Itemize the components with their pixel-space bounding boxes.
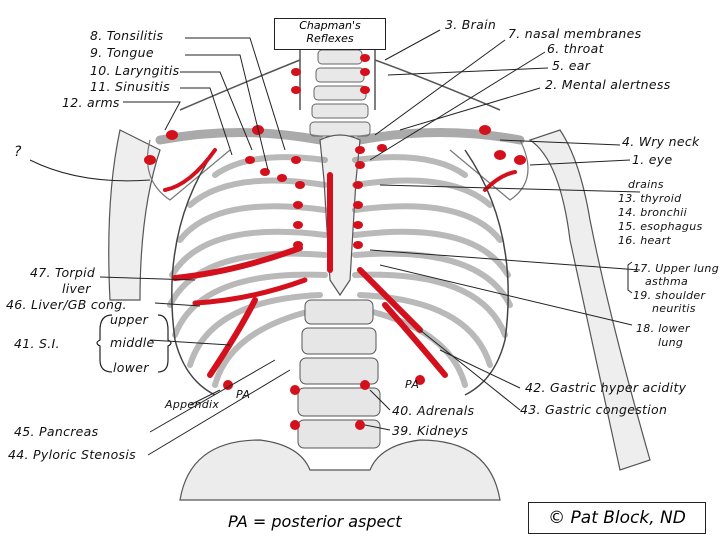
ribs-left [167, 154, 328, 388]
reflex-marks [144, 54, 526, 430]
label-ear: 5. ear [552, 58, 591, 73]
scapula-left [146, 139, 231, 201]
label-si: 41. S.I. [14, 336, 60, 351]
label-throat: 6. throat [547, 41, 604, 56]
label-asthma: asthma [645, 275, 689, 288]
humerus-right [528, 129, 651, 471]
si-bracket [96, 314, 113, 373]
label-wryneck: 4. Wry neck [622, 134, 700, 149]
label-appendix: Appendix [165, 398, 220, 411]
label-liver-gb: 46. Liver/GB cong. [6, 297, 127, 312]
label-question: ? [14, 144, 22, 160]
label-torpid: 47. Torpid [30, 265, 96, 280]
neck-curve-right [374, 59, 501, 111]
neck-curve-left [179, 59, 301, 111]
label-esophagus: 15. esophagus [618, 220, 703, 233]
label-gastric-cong: 43. Gastric congestion [520, 402, 668, 417]
label-torpid-liver: liver [62, 281, 91, 296]
label-laryngitis: 10. Laryngitis [90, 63, 180, 78]
label-sinusitis: 11. Sinusitis [90, 79, 170, 94]
label-tonsilitis: 8. Tonsilitis [90, 28, 164, 43]
label-si-middle: middle [110, 335, 155, 350]
lung-bracket [627, 261, 633, 294]
footer-pa: PA = posterior aspect [228, 512, 402, 531]
clavicle-left [155, 128, 325, 145]
label-gastric-hyper: 42. Gastric hyper acidity [525, 380, 687, 395]
label-nasal: 7. nasal membranes [508, 26, 642, 41]
label-si-lower: lower [113, 360, 149, 375]
clavicle-right [355, 128, 525, 145]
label-mental: 2. Mental alertness [545, 77, 671, 92]
label-pancreas: 45. Pancreas [14, 424, 99, 439]
label-lung: lung [658, 336, 684, 349]
label-neuritis: neuritis [652, 302, 696, 315]
label-pa-right: PA [405, 378, 420, 391]
title-line2: Reflexes [306, 32, 354, 45]
label-pyloric: 44. Pyloric Stenosis [8, 447, 136, 462]
label-adrenals: 40. Adrenals [392, 403, 475, 418]
label-kidneys: 39. Kidneys [392, 423, 469, 438]
cervical-vertebrae [309, 49, 371, 137]
label-brain: 3. Brain [445, 17, 497, 32]
humerus-left [108, 129, 161, 301]
pelvis [179, 439, 501, 501]
label-eye: 1. eye [632, 152, 673, 167]
label-bronchii: 14. bronchii [618, 206, 687, 219]
leader-lines [29, 29, 641, 456]
label-tongue: 9. Tongue [90, 45, 154, 60]
title-line1: Chapman's [299, 19, 361, 32]
scapula-right [449, 139, 529, 201]
title-box: Chapman's Reflexes [274, 18, 386, 50]
label-pa-left: PA [236, 388, 251, 401]
label-arms: 12. arms [62, 95, 120, 110]
si-bracket-right [157, 314, 172, 373]
label-si-upper: upper [110, 312, 149, 327]
label-shoulder: 19. shoulder [633, 289, 706, 302]
reflex-strips [163, 148, 517, 378]
label-upper-lung: 17. Upper lung [633, 262, 719, 275]
label-lower-lung: 18. lower [636, 322, 690, 335]
label-drains: drains [628, 178, 664, 191]
label-heart: 16. heart [618, 234, 672, 247]
ribs-right [352, 154, 513, 388]
credit-box: © Pat Block, ND [528, 502, 706, 534]
label-thyroid: 13. thyroid [618, 192, 682, 205]
ribcage-outline [171, 149, 509, 396]
